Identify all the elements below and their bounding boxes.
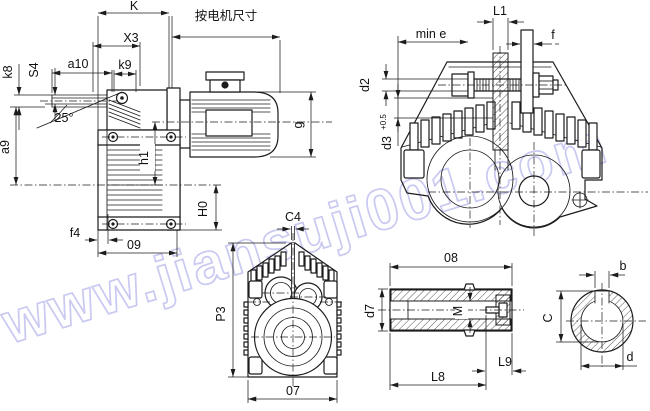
dim-label-M: M <box>451 306 465 316</box>
dim-label-L8: L8 <box>431 370 445 384</box>
dim-label-L9: L9 <box>498 355 512 369</box>
dim-label-d7: d7 <box>363 304 377 318</box>
dim-label-a9: a9 <box>0 140 12 154</box>
dim-label-f4: f4 <box>70 226 80 240</box>
torque-bushing <box>492 52 509 151</box>
front-ribs <box>250 251 335 285</box>
dim-label-L1: L1 <box>493 4 507 18</box>
dim-label-H0: H0 <box>196 201 210 217</box>
housing-end-view: L1 min e f d2 d3 +0.5 <box>358 4 648 236</box>
dim-label-k9: k9 <box>118 58 131 72</box>
dim-label-h1: h1 <box>137 151 151 165</box>
dim-label-f: f <box>551 28 555 42</box>
dim-label-X3: X3 <box>123 31 138 45</box>
dim-label-O8: 08 <box>444 251 458 265</box>
dim-label-K: K <box>130 0 139 13</box>
dim-label-C4: C4 <box>285 210 301 224</box>
terminal-box-gland <box>221 81 229 89</box>
edge-serrations <box>243 301 342 356</box>
dim-label-O9: 09 <box>127 238 141 252</box>
dim-label-O7: 07 <box>286 384 300 398</box>
dim-label-a10: a10 <box>68 57 89 71</box>
bore-cross-section-view: b C d <box>541 259 646 370</box>
dim-label-min-e: min e <box>416 27 447 41</box>
dim-label-angle: 25° <box>55 111 74 125</box>
dim-label-b: b <box>620 259 627 273</box>
dim-label-S4: S4 <box>27 62 41 77</box>
dim-label-P3: P3 <box>214 306 228 321</box>
dim-label-motor-note: 按电机尺寸 <box>195 9 258 23</box>
hollow-shaft-section-view: 08 d7 M L8 L9 <box>363 251 526 390</box>
dim-label-d3: d3 <box>380 136 394 150</box>
motor-fins <box>191 99 271 151</box>
terminal-box <box>205 71 245 81</box>
dim-label-g: g <box>291 121 305 128</box>
housing-ribs <box>409 101 598 151</box>
housing-front-view: C4 P3 07 <box>214 210 342 403</box>
dim-label-d: d <box>627 350 634 364</box>
dim-label-C: C <box>541 313 555 322</box>
dim-label-d2: d2 <box>358 78 372 92</box>
gearmotor-side-view: K 按电机尺寸 X3 k9 a10 S4 k8 25° a9 h1 H0 f4 … <box>0 0 332 257</box>
dim-label-k8: k8 <box>1 65 15 78</box>
torque-arm-plate <box>520 29 534 114</box>
dim-label-d3-tolerance: +0.5 <box>379 114 388 130</box>
